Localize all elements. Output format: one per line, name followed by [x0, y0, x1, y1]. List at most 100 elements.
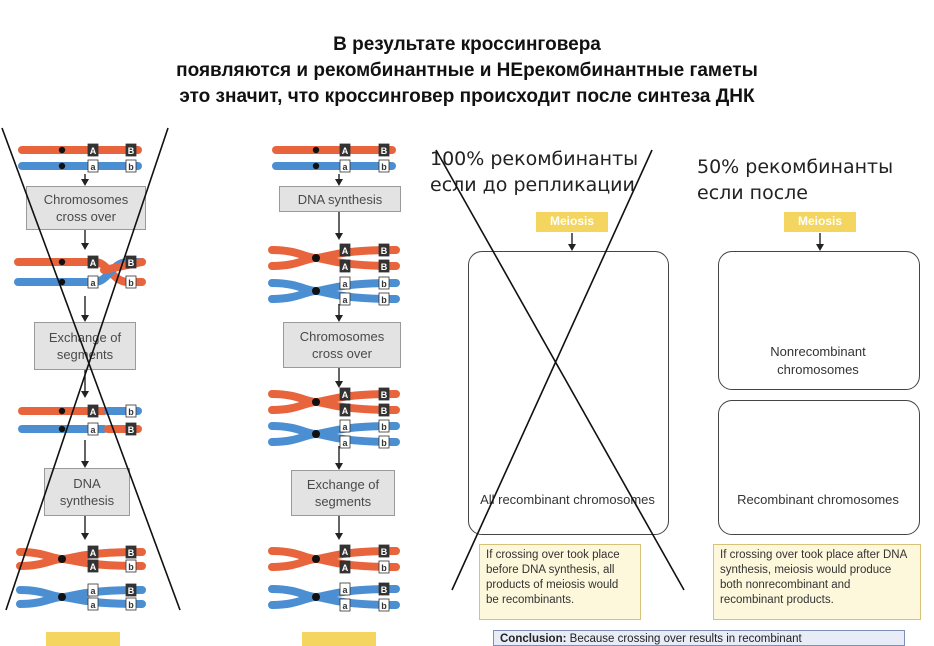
cross-line-panel-b: [451, 149, 653, 591]
gene-label: A: [90, 548, 97, 558]
cross-line-col1-b: [5, 127, 169, 611]
centromere: [58, 593, 66, 601]
centromere: [58, 407, 66, 415]
gene-label: A: [342, 390, 349, 400]
gene-box: [87, 559, 99, 573]
panel-left-label: All recombinant chromosomes: [480, 492, 655, 507]
gene-box: [339, 560, 351, 574]
gene-box: [125, 275, 137, 289]
gene-label: b: [381, 295, 387, 305]
annotation-before-replication: если до репликации: [430, 174, 635, 196]
gene-label: b: [381, 279, 387, 289]
centromere: [58, 425, 66, 433]
gene-label: A: [342, 146, 349, 156]
panel-recombinant: [718, 400, 920, 535]
title-line-2: появляются и рекомбинантные и НЕрекомбин…: [176, 60, 758, 81]
col2-dna-synthesis-box: DNA synthesis: [279, 186, 401, 212]
arrow-head: [335, 463, 343, 470]
gene-box: [125, 545, 137, 559]
meiosis-label-right: Meiosis: [784, 212, 856, 232]
title-line-3: это значит, что кроссинговер происходит …: [179, 86, 755, 107]
gene-box: [87, 159, 99, 173]
gene-box: [339, 276, 351, 290]
gene-box: [378, 582, 390, 596]
col2-cross-over-box: Chromosomes cross over: [283, 322, 401, 368]
gene-label: B: [128, 586, 135, 596]
gene-label: B: [381, 585, 388, 595]
gene-label: A: [90, 407, 97, 417]
gene-box: [125, 143, 137, 157]
gene-box: [339, 544, 351, 558]
gene-label: a: [90, 600, 96, 610]
gene-box: [87, 255, 99, 269]
gene-label: B: [381, 246, 388, 256]
gene-box: [378, 560, 390, 574]
gene-box: [339, 143, 351, 157]
cross-line-col1-a: [1, 127, 181, 611]
conclusion-label: Conclusion:: [500, 633, 567, 645]
gene-label: A: [90, 258, 97, 268]
col2-meiosis-box-cut: [302, 632, 376, 646]
gene-box: [339, 292, 351, 306]
gene-box: [87, 404, 99, 418]
gene-label: b: [381, 601, 387, 611]
chromatid-segment: [18, 146, 142, 154]
gene-box: [378, 387, 390, 401]
gene-label: a: [342, 585, 348, 595]
centromere: [312, 287, 320, 295]
centromere: [58, 146, 66, 154]
col1-cross-over-box: Chromosomes cross over: [26, 186, 146, 230]
arrow-head: [81, 315, 89, 322]
col2-exchange-box: Exchange of segments: [291, 470, 395, 516]
panel-right-top-label: Nonrecombinant chromosomes: [770, 344, 866, 377]
annotation-100-percent: 100% рекомбинанты: [430, 148, 639, 170]
gene-label: B: [128, 425, 135, 435]
meiosis-label-left: Meiosis: [536, 212, 608, 232]
gene-box: [125, 559, 137, 573]
gene-box: [339, 435, 351, 449]
arrow-head: [81, 243, 89, 250]
gene-label: B: [381, 406, 388, 416]
col1-dna-synthesis-box: DNA synthesis: [44, 468, 130, 516]
gene-box: [378, 403, 390, 417]
gene-box: [125, 159, 137, 173]
centromere: [58, 258, 66, 266]
chromatid-segment: [18, 162, 142, 170]
gene-label: A: [90, 562, 97, 572]
chromatid-segment: [272, 162, 396, 170]
gene-label: a: [342, 279, 348, 289]
gene-label: a: [342, 295, 348, 305]
arrow-head: [81, 179, 89, 186]
gene-box: [125, 404, 137, 418]
centromere: [58, 162, 66, 170]
annotation-50-percent: 50% рекомбинанты: [697, 156, 894, 178]
centromere: [312, 254, 320, 262]
gene-box: [339, 259, 351, 273]
gene-label: a: [342, 162, 348, 172]
gene-label: a: [342, 422, 348, 432]
gene-box: [125, 422, 137, 436]
cross-line-panel-a: [435, 149, 685, 591]
gene-label: b: [381, 422, 387, 432]
gene-box: [378, 419, 390, 433]
gene-box: [87, 422, 99, 436]
chromatid-segment: [272, 146, 396, 154]
gene-box: [339, 243, 351, 257]
gene-box: [125, 255, 137, 269]
gene-label: a: [90, 586, 96, 596]
arrow-head: [335, 533, 343, 540]
gene-box: [378, 598, 390, 612]
gene-label: A: [342, 262, 349, 272]
gene-box: [378, 143, 390, 157]
gene-label: b: [128, 278, 134, 288]
gene-label: b: [381, 162, 387, 172]
centromere: [312, 555, 320, 563]
gene-label: A: [342, 563, 349, 573]
arrow-head: [335, 179, 343, 186]
centromere: [312, 430, 320, 438]
gene-label: b: [128, 162, 134, 172]
gene-label: b: [128, 407, 134, 417]
panel-all-recombinant: [468, 251, 669, 535]
gene-box: [87, 545, 99, 559]
